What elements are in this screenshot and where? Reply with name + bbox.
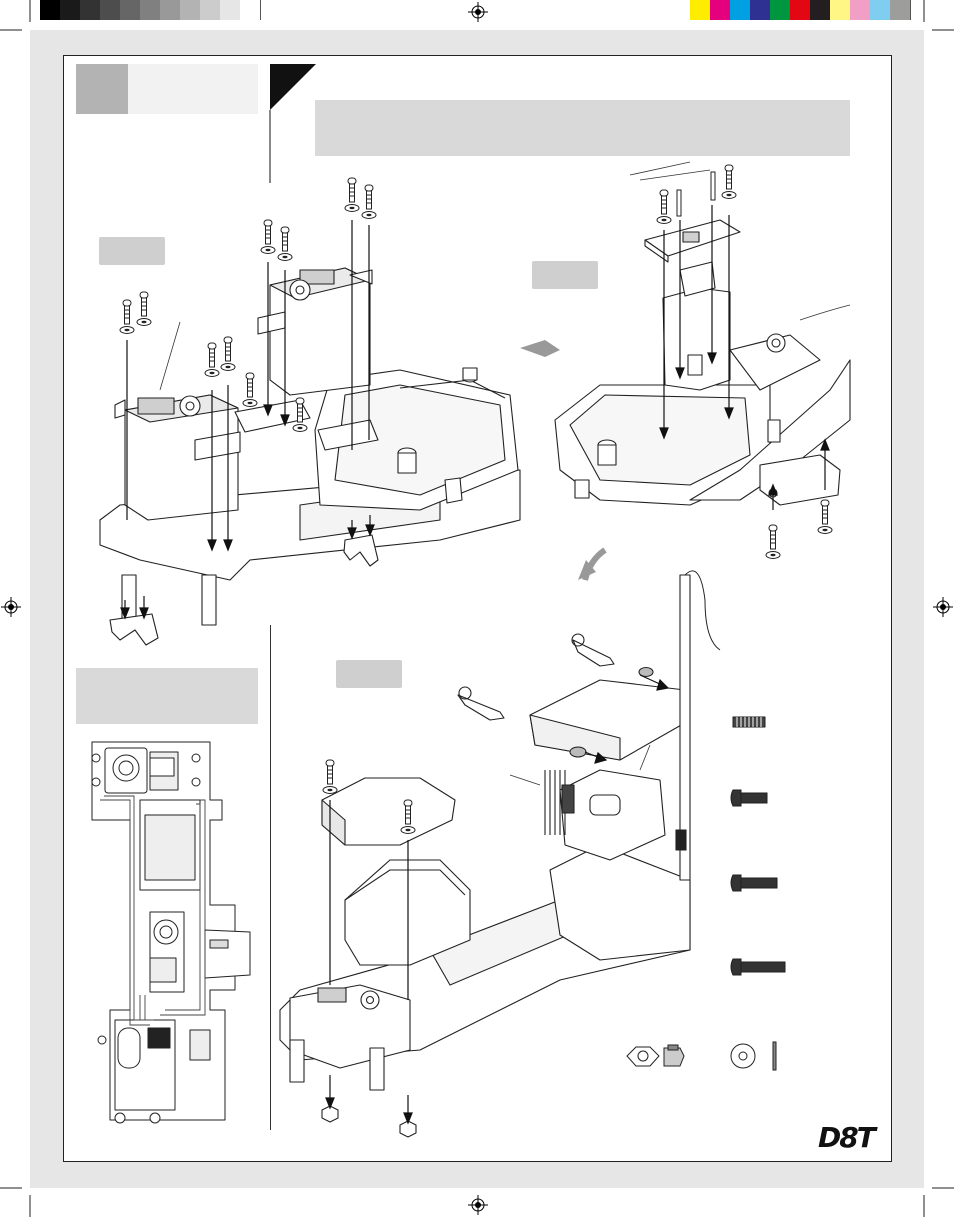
registration-mark-icon (1, 597, 21, 617)
brand-logo: D8T (818, 1121, 876, 1154)
column-divider (270, 625, 271, 1130)
calibration-swatch (890, 0, 911, 20)
substep-label-b (532, 261, 598, 289)
registration-mark-icon (468, 1195, 488, 1215)
step-title-bar (315, 100, 850, 156)
step-number-box (76, 64, 128, 114)
calibration-swatch (240, 0, 261, 20)
wiring-note-box (76, 668, 258, 724)
substep-label-c (336, 660, 402, 688)
substep-label-a (99, 237, 165, 265)
registration-mark-icon (933, 597, 953, 617)
registration-mark-icon (468, 2, 488, 22)
